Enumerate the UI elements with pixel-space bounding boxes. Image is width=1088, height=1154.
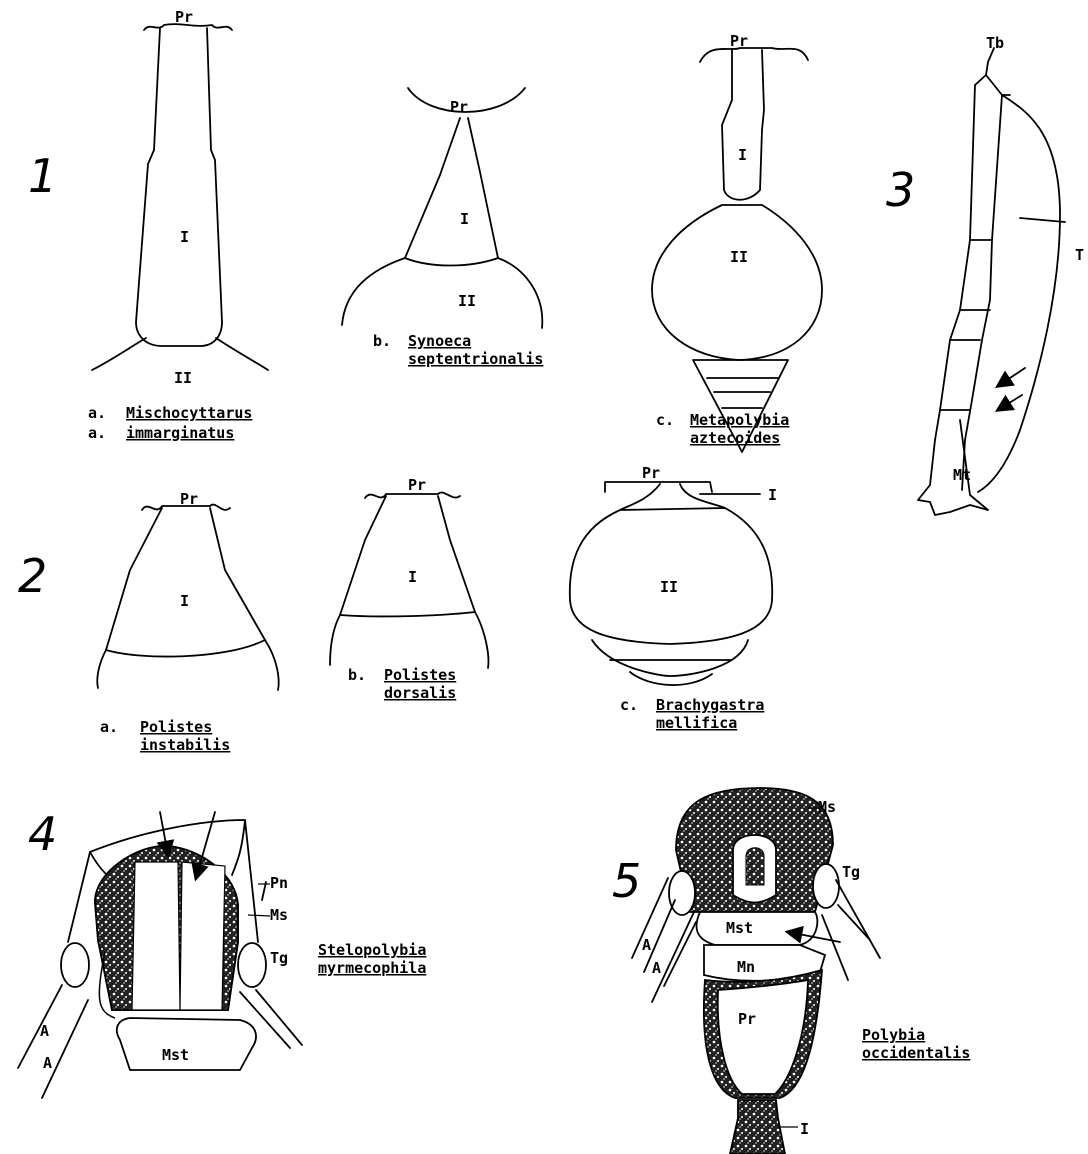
fig1b-pr-label: Pr	[450, 98, 468, 116]
fig4-species: myrmecophila	[318, 959, 426, 977]
fig5-seg1-label: I	[800, 1120, 809, 1138]
fig1c-species: aztecoides	[690, 429, 780, 447]
fig5-mn-label: Mn	[737, 958, 755, 976]
fig1b-seg2-label: II	[458, 292, 476, 310]
fig4-a-label-2: A	[43, 1054, 52, 1072]
figure-number-2: 2	[18, 549, 47, 603]
fig4-drawing	[18, 812, 302, 1098]
fig1b-letter: b.	[373, 332, 391, 350]
fig3-drawing	[918, 48, 1065, 515]
fig1a-genus: Mischocyttarus	[126, 404, 252, 422]
fig1a-pr-label: Pr	[175, 8, 193, 26]
fig3-mt-label: Mt	[953, 466, 971, 484]
fig4-pn-label: Pn	[270, 874, 288, 892]
fig1c-seg1-label: I	[738, 146, 747, 164]
fig2c-species: mellifica	[656, 714, 737, 732]
fig2a-seg1-label: I	[180, 592, 189, 610]
figure-number-3: 3	[886, 163, 915, 217]
fig4-tg-label: Tg	[270, 949, 288, 967]
fig2c-seg2-label: II	[660, 578, 678, 596]
figure-number-1: 1	[28, 149, 57, 203]
fig1b-genus: Synoeca	[408, 332, 471, 350]
fig4-mst-label: Mst	[162, 1046, 189, 1064]
fig5-a-label-1: A	[642, 936, 651, 954]
fig3-tb-label: Tb	[986, 34, 1004, 52]
fig2c-pr-label: Pr	[642, 464, 660, 482]
fig2c-seg1-label: I	[768, 486, 777, 504]
fig5-species: occidentalis	[862, 1044, 970, 1062]
fig1c-pr-label: Pr	[730, 32, 748, 50]
fig4-ms-label: Ms	[270, 906, 288, 924]
fig2c-genus: Brachygastra	[656, 696, 764, 714]
fig2c-letter: c.	[620, 696, 638, 714]
fig2a-species: instabilis	[140, 736, 230, 754]
fig1b-species: septentrionalis	[408, 350, 543, 368]
fig1b-drawing	[342, 88, 542, 328]
fig1a-letter: a.	[88, 404, 106, 422]
fig5-pr-label: Pr	[738, 1010, 756, 1028]
fig1a-species-letter: a.	[88, 424, 106, 442]
fig1c-genus: Metapolybia	[690, 411, 789, 429]
fig5-a-label-2: A	[652, 959, 661, 977]
fig2b-pr-label: Pr	[408, 476, 426, 494]
fig1b-seg1-label: I	[460, 210, 469, 228]
fig5-ms-label: Ms	[818, 798, 836, 816]
fig2a-letter: a.	[100, 718, 118, 736]
fig4-genus: Stelopolybia	[318, 941, 426, 959]
fig2a-pr-label: Pr	[180, 490, 198, 508]
fig1a-seg1-label: I	[180, 228, 189, 246]
fig2b-letter: b.	[348, 666, 366, 684]
fig5-drawing	[632, 788, 880, 1154]
fig1c-letter: c.	[656, 411, 674, 429]
fig5-mst-label: Mst	[726, 919, 753, 937]
fig4-a-label-1: A	[40, 1022, 49, 1040]
fig1a-drawing	[92, 24, 268, 370]
fig1c-seg2-label: II	[730, 248, 748, 266]
fig1a-species: immarginatus	[126, 424, 234, 442]
fig2a-genus: Polistes	[140, 718, 212, 736]
fig1a-seg2-label: II	[174, 369, 192, 387]
fig2b-genus: Polistes	[384, 666, 456, 684]
fig3-t-label: T	[1075, 246, 1084, 264]
fig5-tg-label: Tg	[842, 863, 860, 881]
fig2b-seg1-label: I	[408, 568, 417, 586]
fig5-genus: Polybia	[862, 1026, 925, 1044]
figure-number-5: 5	[612, 854, 641, 908]
fig2b-species: dorsalis	[384, 684, 456, 702]
figure-number-4: 4	[28, 807, 57, 861]
